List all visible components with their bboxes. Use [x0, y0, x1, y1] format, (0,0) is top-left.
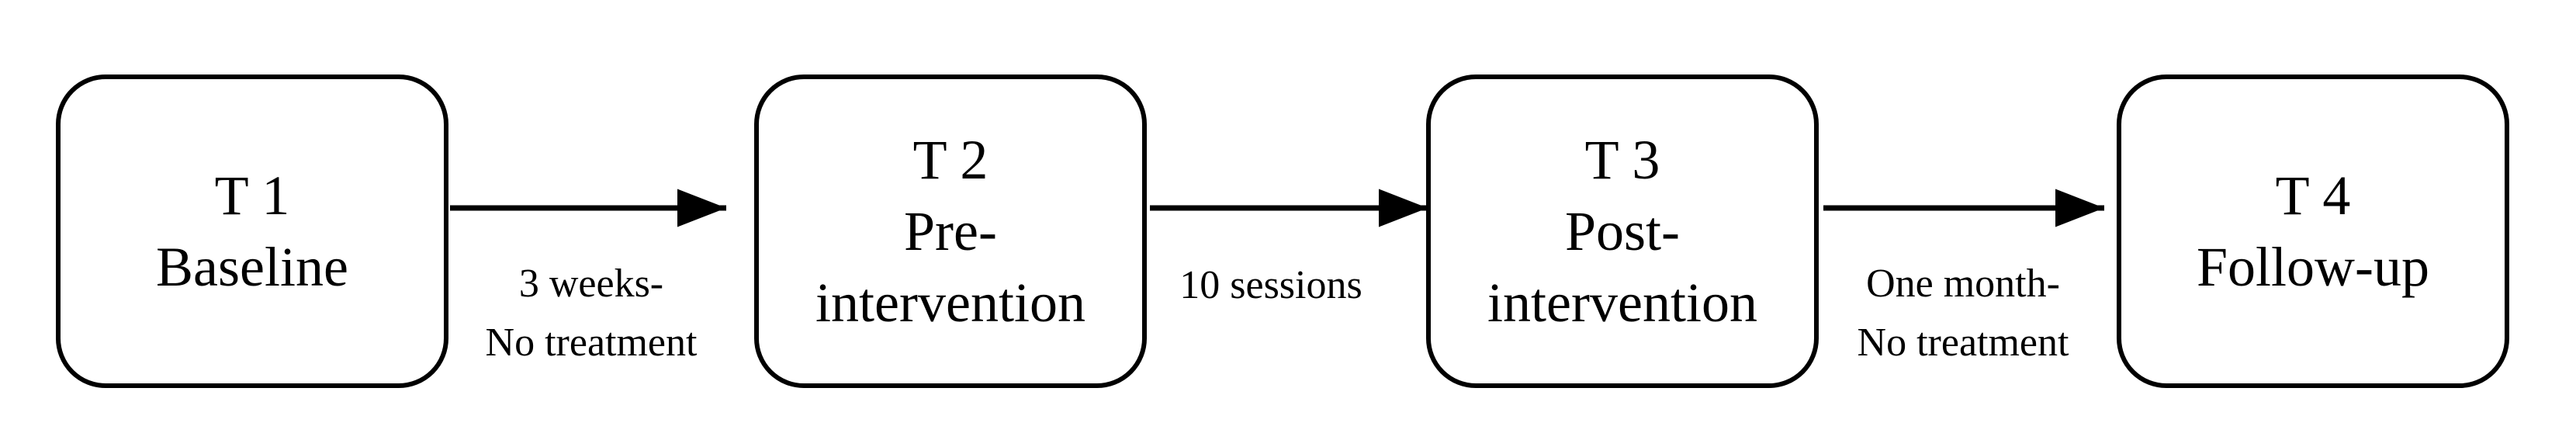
transition-t1-t2-line1: 3 weeks- [518, 262, 664, 306]
stage-box-t4: T 4 Follow-up [2117, 74, 2509, 388]
stage-t2-label-line2: intervention [815, 272, 1085, 334]
transition-t1-t2-line2: No treatment [485, 321, 698, 365]
transition-label-t1-t2: 3 weeks- No treatment [486, 255, 698, 372]
transition-t3-t4-line2: No treatment [1857, 321, 2069, 365]
stage-t4-label: Follow-up [2196, 236, 2430, 298]
stage-box-t1: T 1 Baseline [56, 74, 448, 388]
stage-t2-label-line1: Pre- [904, 200, 997, 262]
transition-label-t3-t4: One month- No treatment [1858, 255, 2069, 372]
stage-box-t3: T 3 Post- intervention [1426, 74, 1819, 388]
stage-t3-code: T 3 [1584, 129, 1660, 191]
stage-t2-code: T 2 [912, 129, 989, 191]
stage-t1-code: T 1 [214, 165, 290, 227]
stage-t4-code: T 4 [2275, 165, 2351, 227]
stage-box-t2: T 2 Pre- intervention [754, 74, 1147, 388]
stage-t3-label-line2: intervention [1487, 272, 1757, 334]
transition-t3-t4-line1: One month- [1866, 262, 2060, 306]
stage-t1-label: Baseline [156, 236, 348, 298]
transition-t2-t3-line1: 10 sessions [1179, 263, 1362, 307]
stage-t3-label-line1: Post- [1564, 200, 1681, 262]
transition-label-t2-t3: 10 sessions [1179, 256, 1362, 315]
